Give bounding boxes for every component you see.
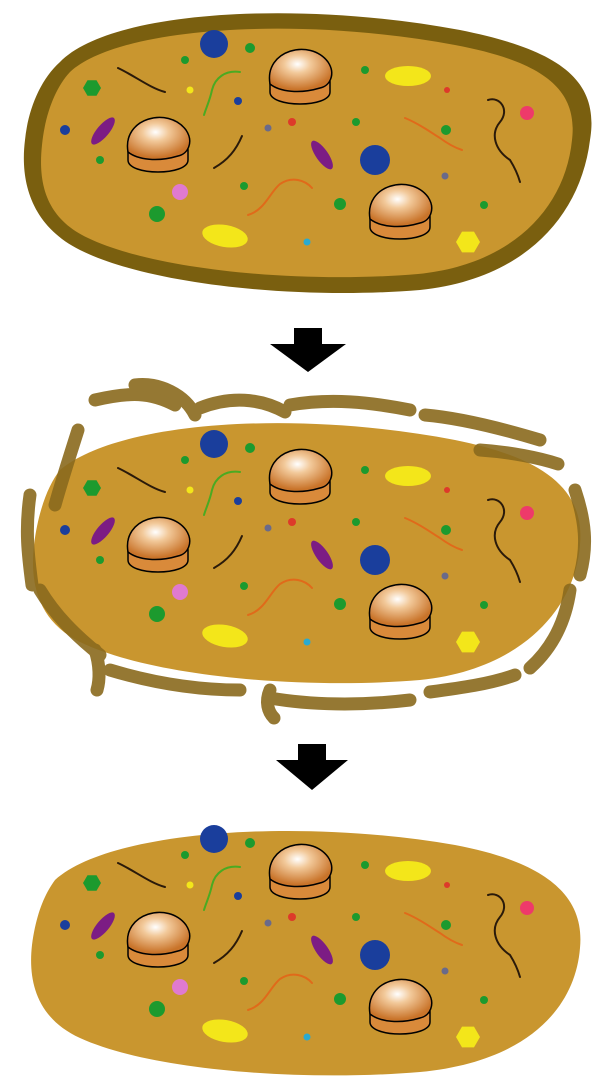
wall-fragment [270, 698, 410, 704]
granule [334, 198, 346, 210]
granule [288, 118, 296, 126]
granule [352, 518, 360, 526]
granule [96, 951, 104, 959]
granule [334, 993, 346, 1005]
granule [520, 901, 534, 915]
granule [288, 518, 296, 526]
granule [444, 882, 450, 888]
ribosome [127, 912, 189, 967]
granule [172, 584, 188, 600]
granule [172, 184, 188, 200]
ribosome [127, 517, 189, 572]
granule [352, 118, 360, 126]
wall-fragment [95, 395, 175, 405]
bacterium-wall-fragmenting [27, 385, 584, 718]
granule [245, 43, 255, 53]
granule [265, 525, 272, 532]
granule [360, 545, 390, 575]
granule [187, 87, 194, 94]
granule [441, 920, 451, 930]
ribosome [369, 979, 431, 1034]
granule [442, 173, 449, 180]
granule [149, 1001, 165, 1017]
ribosome [269, 844, 331, 899]
granule [187, 882, 194, 889]
granule [352, 913, 360, 921]
granule [245, 443, 255, 453]
granule [520, 106, 534, 120]
wall-fragment [27, 495, 32, 585]
granule [265, 920, 272, 927]
granule [172, 979, 188, 995]
protoplast-without-cell-wall [31, 825, 580, 1075]
granule [234, 497, 242, 505]
down-arrow [270, 328, 346, 372]
granule [200, 825, 228, 853]
granule [149, 206, 165, 222]
wall-fragment [430, 675, 515, 692]
ribosome [369, 584, 431, 639]
granule [181, 56, 189, 64]
granule [181, 851, 189, 859]
granule [60, 125, 70, 135]
granule [240, 182, 248, 190]
granule [149, 606, 165, 622]
granule [480, 996, 488, 1004]
ribosome [369, 184, 431, 239]
granule [187, 487, 194, 494]
wall-fragment [425, 415, 540, 440]
granule [181, 456, 189, 464]
granule [200, 30, 228, 58]
granule [385, 66, 431, 86]
granule [360, 145, 390, 175]
granule [240, 582, 248, 590]
granule [234, 892, 242, 900]
granule [240, 977, 248, 985]
granule [304, 639, 311, 646]
granule [245, 838, 255, 848]
granule [441, 525, 451, 535]
granule [442, 573, 449, 580]
granule [334, 598, 346, 610]
granule [385, 861, 431, 881]
granule [60, 920, 70, 930]
wall-fragment [200, 400, 285, 412]
granule [265, 125, 272, 132]
down-arrow [276, 744, 348, 790]
granule [60, 525, 70, 535]
granule [520, 506, 534, 520]
granule [385, 466, 431, 486]
granule [96, 556, 104, 564]
wall-fragment [290, 401, 410, 410]
granule [96, 156, 104, 164]
granule [441, 125, 451, 135]
granule [480, 601, 488, 609]
granule [200, 430, 228, 458]
granule [444, 87, 450, 93]
ribosome [269, 49, 331, 104]
ribosome [269, 449, 331, 504]
granule [234, 97, 242, 105]
granule [361, 466, 369, 474]
granule [480, 201, 488, 209]
granule [304, 1034, 311, 1041]
wall-fragment [267, 690, 274, 718]
granule [361, 66, 369, 74]
granule [442, 968, 449, 975]
granule [444, 487, 450, 493]
ribosome [127, 117, 189, 172]
granule [361, 861, 369, 869]
bacterium-with-cell-wall [24, 13, 592, 293]
granule [304, 239, 311, 246]
granule [360, 940, 390, 970]
wall-fragment [95, 650, 99, 690]
granule [288, 913, 296, 921]
